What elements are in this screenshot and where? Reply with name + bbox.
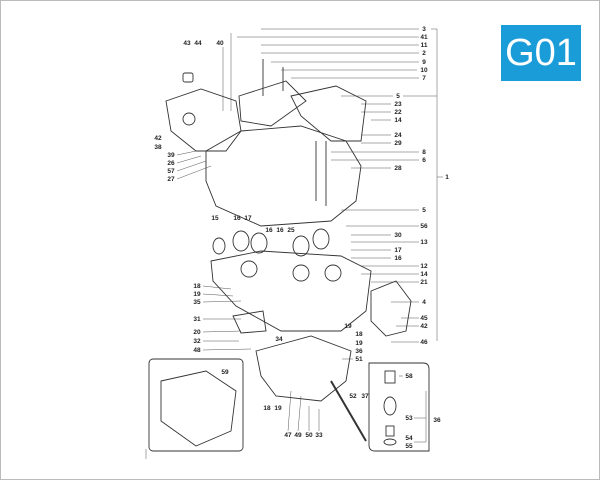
callout-label: 49 — [294, 432, 302, 439]
callout-label: 7 — [422, 75, 426, 82]
callout-label: 39 — [167, 152, 175, 159]
callout-label: 12 — [420, 263, 428, 270]
callout-label: 4 — [422, 299, 426, 306]
callout-label: 27 — [167, 176, 175, 183]
callout-label: 1 — [445, 174, 449, 181]
callout-label: 14 — [420, 271, 428, 278]
callout-label: 16 — [276, 227, 284, 234]
callout-label: 35 — [193, 299, 201, 306]
callout-label: 19 — [344, 323, 352, 330]
callout-label: 23 — [394, 101, 402, 108]
callout-label: 59 — [221, 369, 229, 376]
callout-label: 15 — [211, 215, 219, 222]
callout-label: 44 — [194, 40, 202, 47]
callout-label: 43 — [183, 40, 191, 47]
top-breather — [238, 80, 307, 127]
callout-label: 33 — [315, 432, 323, 439]
callout-labels: 3 41 11 2 9 10 7 8 6 5 23 22 14 24 29 28… — [154, 26, 449, 450]
section-badge: G01 — [501, 25, 581, 81]
callout-label: 18 — [263, 405, 271, 412]
upper-crankcase — [205, 125, 362, 227]
callout-label: 28 — [394, 165, 402, 172]
callout-label: 19 — [193, 291, 201, 298]
callout-label: 25 — [287, 227, 295, 234]
callout-label: 8 — [422, 149, 426, 156]
callout-label: 41 — [420, 34, 428, 41]
callout-label: 36 — [355, 348, 363, 355]
callout-label: 31 — [193, 316, 201, 323]
callout-label: 17 — [244, 215, 252, 222]
callout-label: 9 — [422, 59, 426, 66]
callout-label: 57 — [167, 168, 175, 175]
callout-label: 11 — [421, 42, 428, 49]
callout-label: 2 — [422, 50, 426, 57]
callout-label: 51 — [355, 356, 363, 363]
callout-label: 5 — [396, 93, 400, 100]
callout-label: 5 — [422, 207, 426, 214]
callout-label: 20 — [193, 329, 201, 336]
callout-label: 16 — [265, 227, 273, 234]
callout-label: 19 — [274, 405, 282, 412]
callout-label: 24 — [394, 132, 402, 139]
callout-label: 16 — [233, 215, 241, 222]
callout-label: 22 — [394, 109, 402, 116]
alternator-cover — [370, 280, 412, 337]
callout-label: 3 — [422, 26, 426, 33]
callout-label: 21 — [420, 279, 428, 286]
callout-label: 45 — [420, 315, 428, 322]
callout-label: 38 — [154, 144, 162, 151]
callout-label: 10 — [420, 67, 428, 74]
detail-inset — [368, 362, 430, 452]
callout-label: 18 — [355, 331, 363, 338]
callout-label: 30 — [394, 232, 402, 239]
callout-label: 32 — [193, 338, 201, 345]
callout-label: 54 — [405, 435, 413, 442]
callout-label: 6 — [422, 157, 426, 164]
callout-label: 16 — [394, 255, 402, 262]
callout-label: 26 — [167, 160, 175, 167]
callout-label: 19 — [355, 340, 363, 347]
callout-label: 53 — [405, 415, 413, 422]
callout-label: 48 — [193, 347, 201, 354]
callout-label: 40 — [216, 40, 224, 47]
engine-parts — [165, 59, 412, 402]
callout-label: 13 — [420, 239, 428, 246]
bearing-shells — [212, 228, 330, 257]
callout-label: 55 — [405, 443, 413, 450]
callout-label: 34 — [275, 336, 283, 343]
callout-label: 52 — [349, 393, 357, 400]
callout-label: 29 — [394, 140, 402, 147]
clutch-cover — [165, 88, 242, 152]
engine-inset — [148, 358, 244, 452]
callout-label: 47 — [284, 432, 292, 439]
oil-sump — [255, 335, 352, 402]
callout-label: 46 — [420, 339, 428, 346]
callout-label: 42 — [154, 135, 162, 142]
oil-filler-cap — [182, 72, 194, 83]
callout-label: 50 — [305, 432, 313, 439]
callout-label: 36 — [433, 417, 441, 424]
callout-label: 14 — [394, 117, 402, 124]
callout-label: 37 — [361, 393, 369, 400]
lower-crankcase — [210, 250, 372, 332]
callout-label: 18 — [193, 283, 201, 290]
leader-lines — [176, 28, 443, 443]
callout-label: 42 — [420, 323, 428, 330]
callout-label: 56 — [420, 223, 428, 230]
callout-label: 17 — [394, 247, 402, 254]
callout-label: 58 — [405, 373, 413, 380]
